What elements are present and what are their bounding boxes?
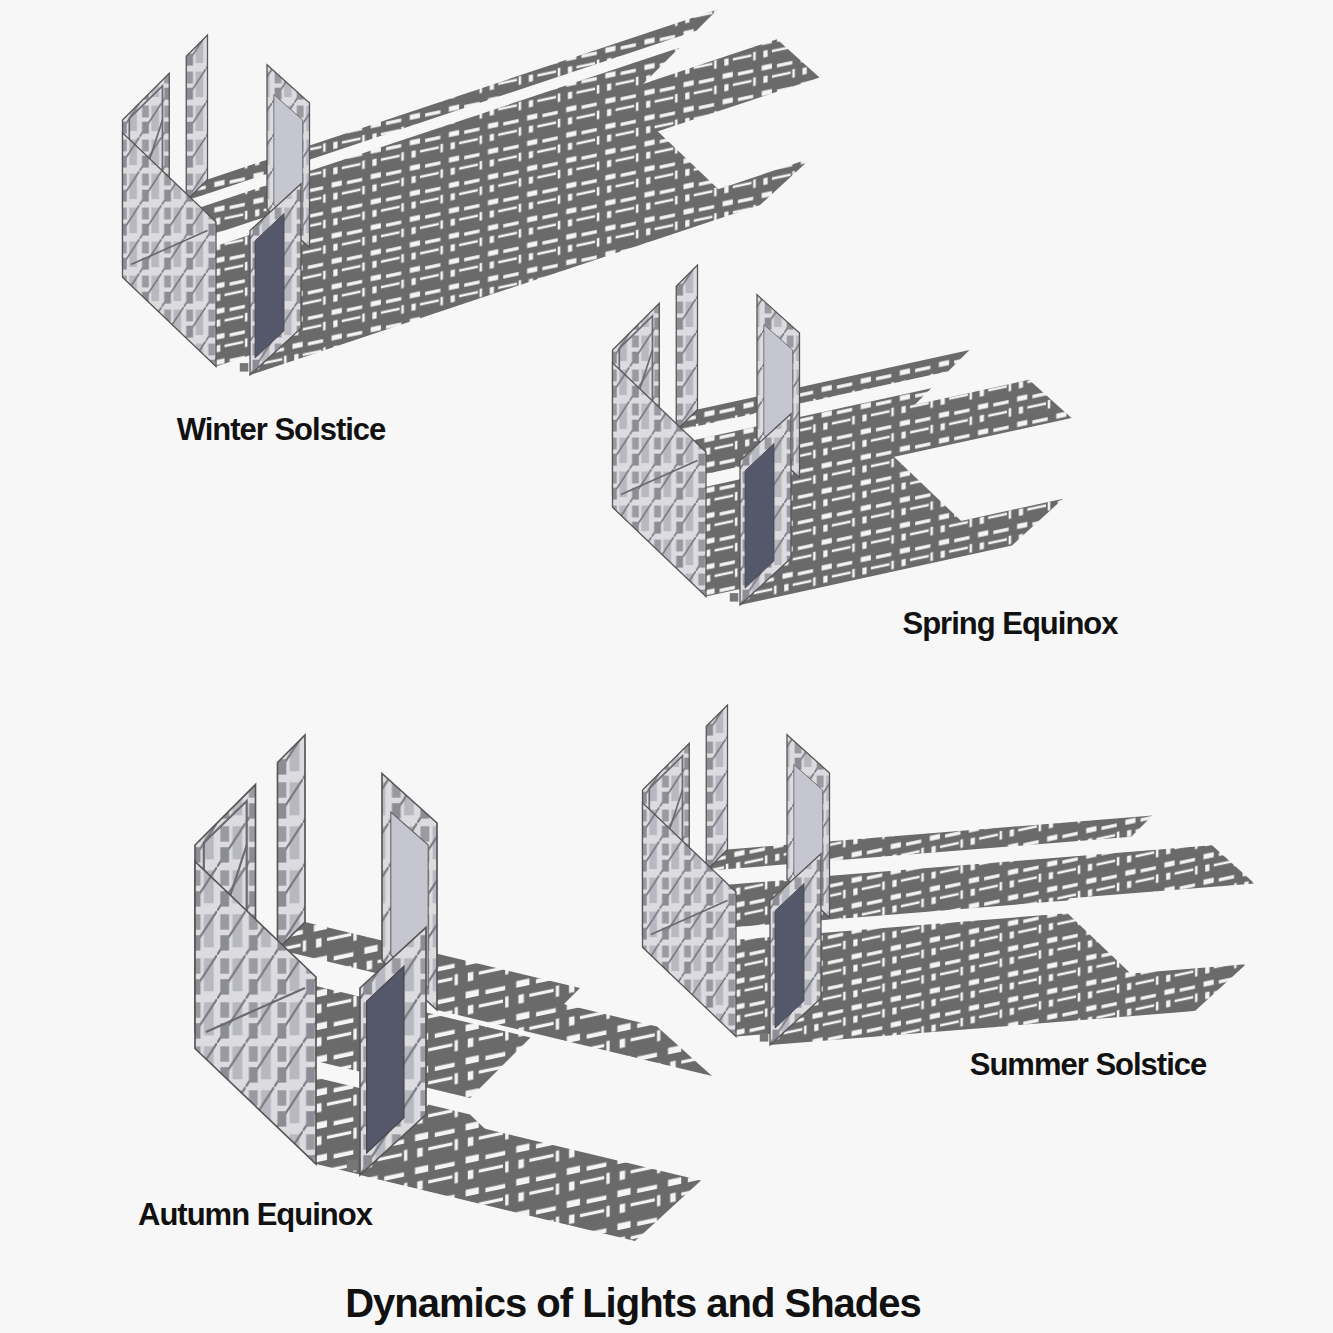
diagram-title: Dynamics of Lights and Shades	[345, 1281, 921, 1326]
spring-model	[613, 265, 1072, 605]
season-label: Autumn Equinox	[138, 1197, 372, 1233]
season-label: Spring Equinox	[902, 606, 1117, 642]
season-label: Winter Solstice	[177, 412, 386, 448]
autumn-model	[195, 735, 712, 1241]
summer-model	[643, 705, 1255, 1045]
winter-model	[123, 9, 820, 375]
season-label: Summer Solstice	[970, 1047, 1207, 1083]
